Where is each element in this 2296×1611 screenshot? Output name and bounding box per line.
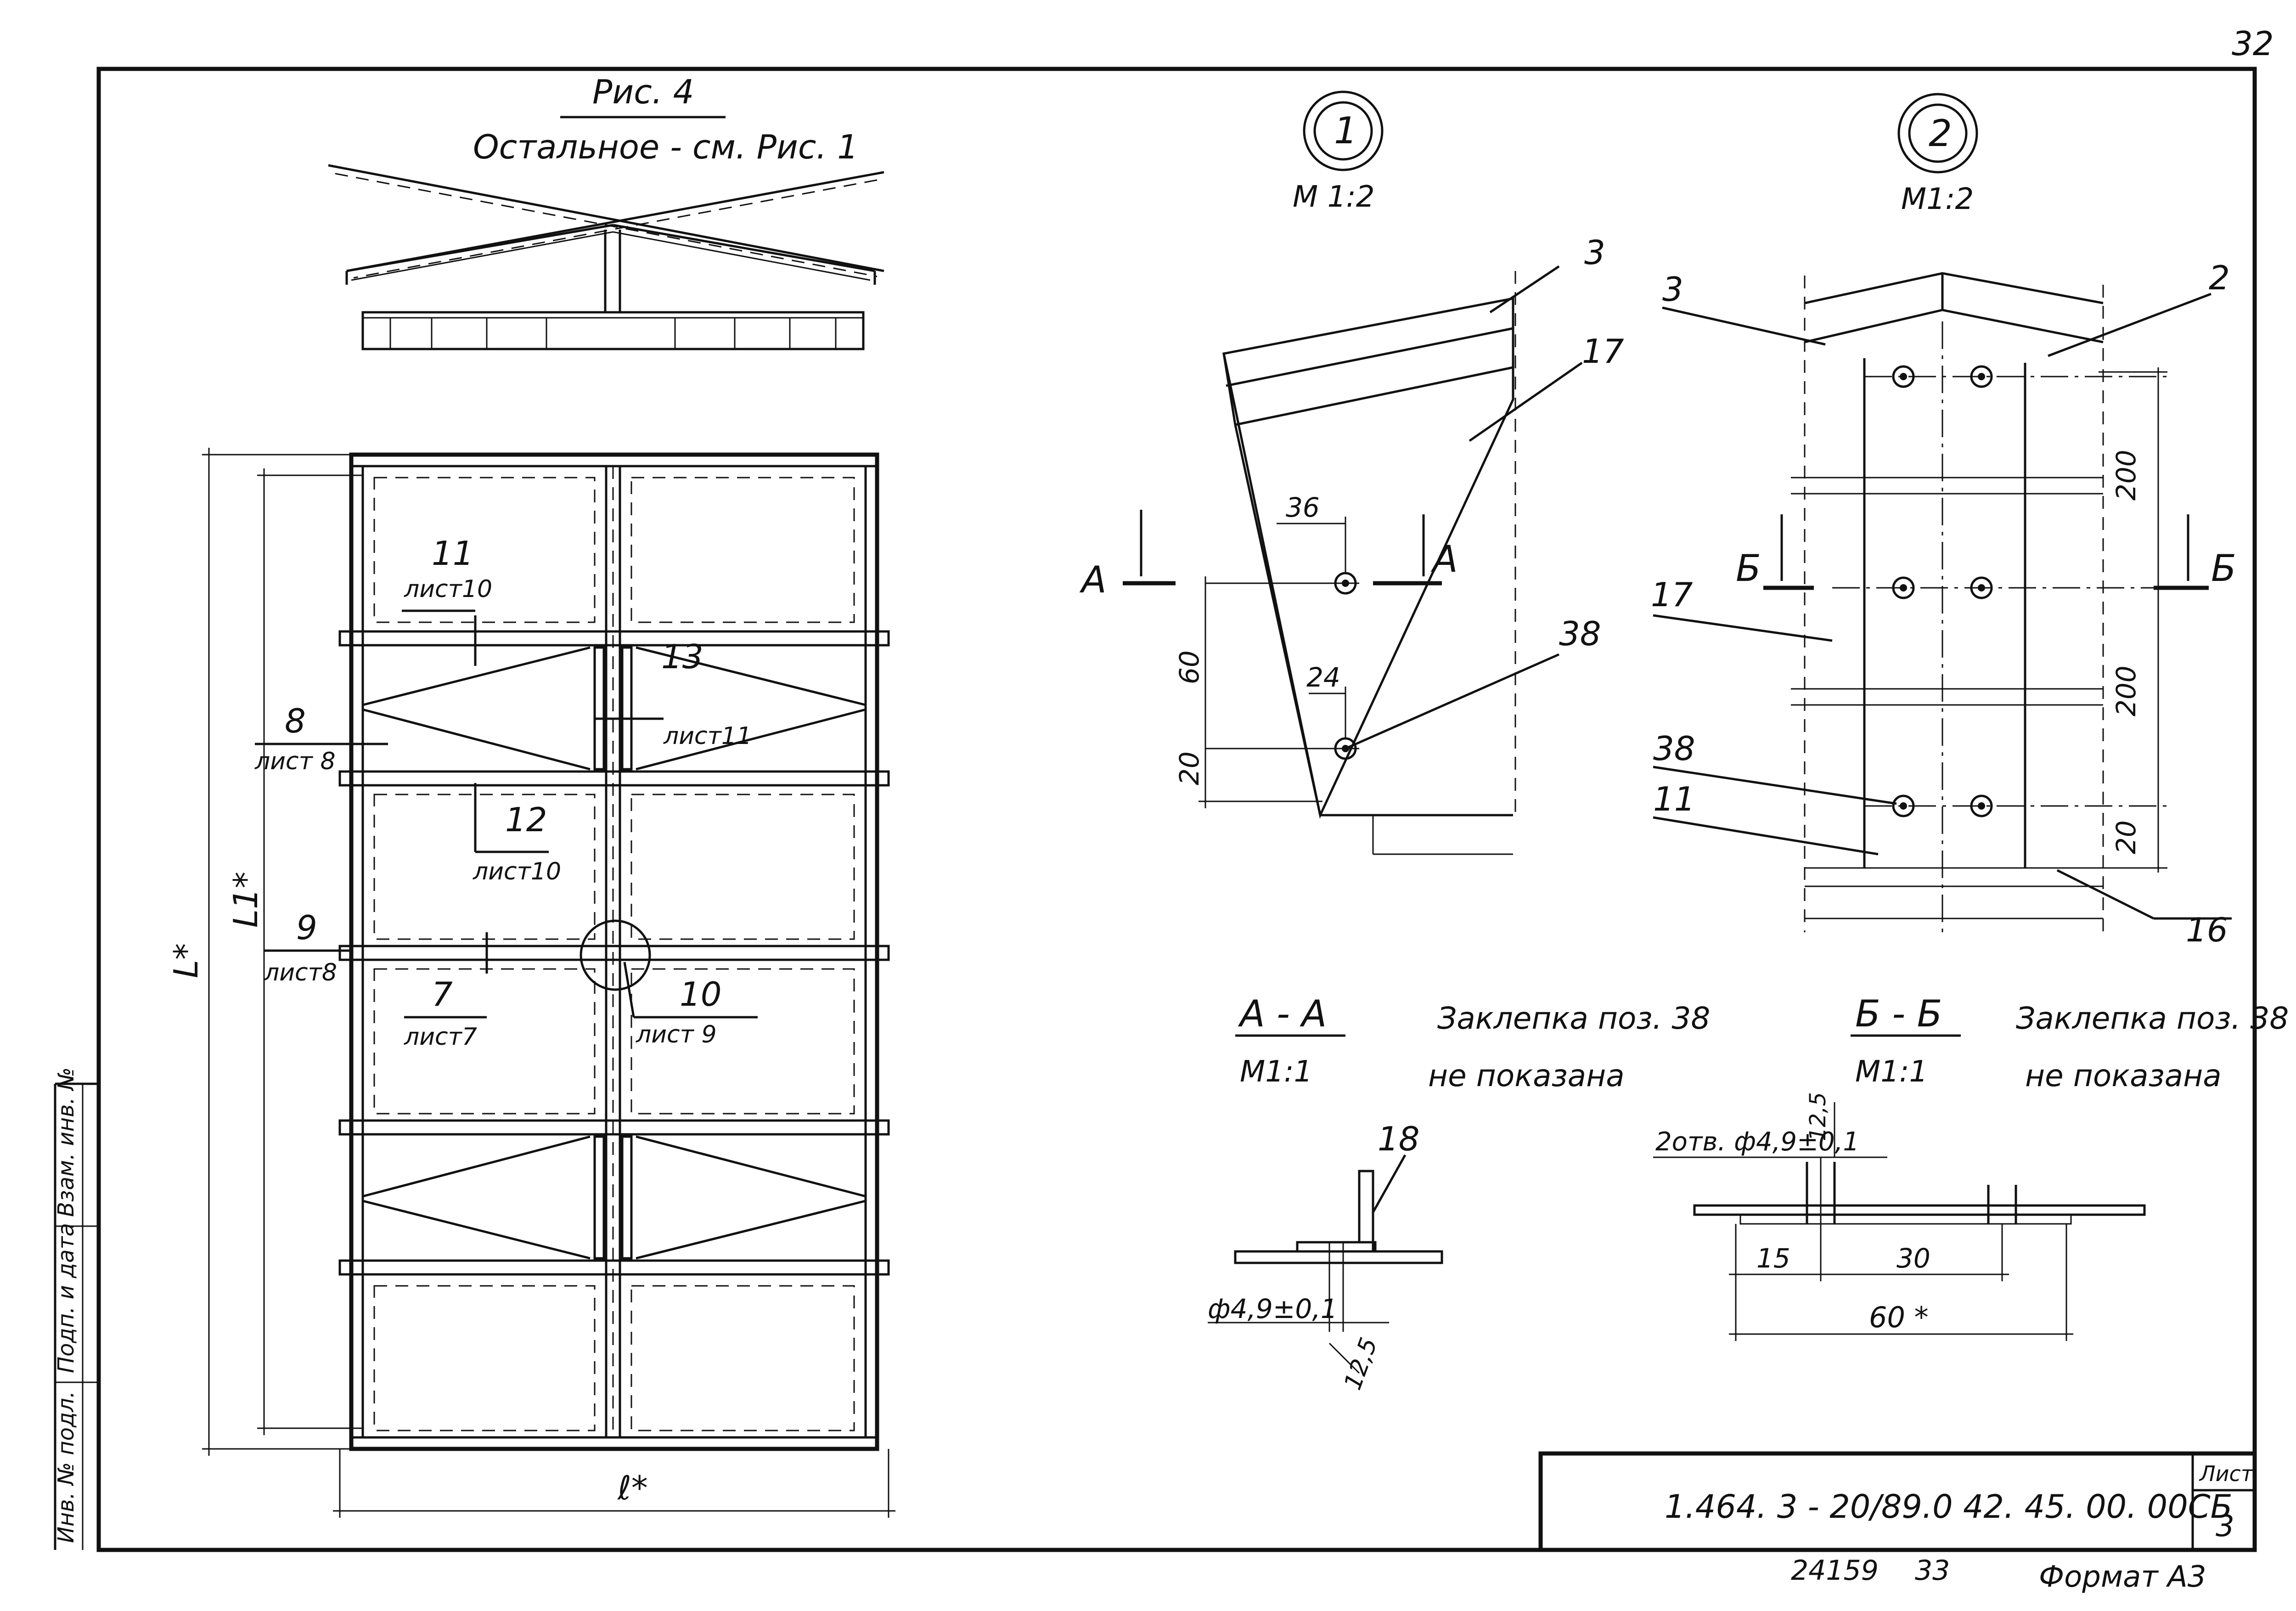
d2-label-17: 17 (1651, 575, 1693, 614)
footer-copy: 33 (1915, 1555, 1950, 1587)
d1-dim-24: 24 (1306, 662, 1340, 693)
detail-2-number: 2 (1929, 112, 1952, 155)
d2-label-11: 11 (1653, 780, 1695, 818)
section-aa-note-2: не показана (1428, 1058, 1625, 1093)
d2-dim-200b: 200 (2110, 665, 2142, 716)
callout-10: 10 (680, 975, 722, 1014)
plan-callouts (255, 609, 758, 1019)
d1-section-left: А (1079, 558, 1107, 601)
callout-9: 9 (296, 908, 317, 947)
d2-section-left: Б (1736, 547, 1761, 590)
detail-1-scale: М 1:2 (1293, 180, 1375, 214)
d1-label-17: 17 (1582, 332, 1624, 371)
fig4-title: Рис. 4 (592, 73, 694, 111)
section-aa-dim: 12,5 (1339, 1334, 1383, 1393)
drawing-frame (54, 67, 2257, 1552)
section-aa-note-1: Заклепка поз. 38 (1437, 1001, 1710, 1036)
stamp-sheet-number: 3 (2216, 1510, 2234, 1543)
stamp-code: 1.464. 3 - 20/89.0 42. 45. 00. 00СБ (1665, 1488, 2233, 1526)
detail-2-marker (1897, 93, 1978, 174)
fig4-subtitle: Остальное - см. Рис. 1 (473, 128, 858, 166)
stamp-sheet-label: Лист (2199, 1461, 2254, 1486)
d1-section-right: А (1430, 538, 1458, 580)
section-bb-scale: М1:1 (1855, 1055, 1928, 1089)
footer-number: 24159 (1791, 1555, 1879, 1587)
callout-11: 11 (432, 534, 474, 573)
callout-11-sheet: лист10 (404, 575, 492, 603)
d2-label-3: 3 (1662, 270, 1683, 309)
section-bb-dim-125: 12,5 (1805, 1092, 1831, 1141)
section-bb-title: Б - Б (1855, 992, 1942, 1035)
page-number: 32 (2232, 24, 2274, 63)
detail-2-scale: М1:2 (1901, 182, 1974, 216)
detail-1-marker (1303, 90, 1384, 171)
section-aa-label-18: 18 (1378, 1120, 1420, 1158)
d2-dim-20: 20 (2110, 820, 2142, 854)
d1-label-38: 38 (1559, 614, 1601, 653)
side-label-replaced: Взам. инв. № (53, 1067, 79, 1217)
side-label-signature: Подп. и дата (53, 1223, 79, 1373)
frame-plan (338, 452, 890, 1451)
callout-8: 8 (285, 702, 306, 740)
d2-label-2: 2 (2209, 259, 2230, 297)
section-bb-dim-30: 30 (1896, 1243, 1930, 1274)
d2-section-right: Б (2211, 547, 2236, 590)
callout-10-sheet: лист 9 (636, 1021, 717, 1048)
footer-format: Формат А3 (2039, 1560, 2206, 1594)
dim-L: L* (167, 943, 205, 978)
side-label-inventory: Инв. № подл. (53, 1391, 79, 1543)
roof-elevation (328, 164, 884, 350)
d1-dim-60: 60 (1174, 650, 1205, 684)
callout-9-sheet: лист8 (264, 959, 337, 986)
callout-7-sheet: лист7 (404, 1023, 477, 1051)
callout-12: 12 (505, 800, 547, 839)
d2-dim-200a: 200 (2110, 450, 2142, 501)
callout-7: 7 (432, 975, 453, 1014)
section-aa-drawing (1208, 1154, 1443, 1374)
dim-l: ℓ* (617, 1469, 648, 1507)
d1-dim-20: 20 (1174, 751, 1205, 785)
section-bb-drawing (1653, 1102, 2146, 1341)
dim-L1: L1* (226, 872, 265, 928)
detail-1-number: 1 (1334, 109, 1357, 152)
section-bb-note-1: Заклепка поз. 38 (2016, 1001, 2289, 1036)
section-bb-dim-15: 15 (1756, 1243, 1790, 1274)
d1-dim-36: 36 (1286, 492, 1320, 523)
section-bb-note-2: не показана (2025, 1058, 2222, 1093)
detail-2-drawing (1653, 272, 2232, 932)
callout-12-sheet: лист10 (473, 858, 561, 885)
d2-label-38: 38 (1653, 729, 1695, 768)
d2-label-16: 16 (2186, 911, 2228, 949)
callout-8-sheet: лист 8 (254, 748, 336, 775)
callout-13: 13 (661, 637, 703, 676)
section-aa-hole: ф4,9±0,1 (1208, 1293, 1338, 1324)
section-aa-scale: М1:1 (1240, 1055, 1312, 1089)
section-aa-title: А - А (1238, 992, 1327, 1035)
callout-13-sheet: лист11 (663, 722, 752, 750)
detail-1-drawing (1123, 265, 1583, 855)
section-bb-holes: 2отв. ф4,9±0,1 (1655, 1127, 1859, 1157)
title-stamp (1538, 1451, 2257, 1552)
section-bb-dim-60: 60 * (1869, 1301, 1929, 1334)
d1-label-3: 3 (1584, 233, 1605, 272)
